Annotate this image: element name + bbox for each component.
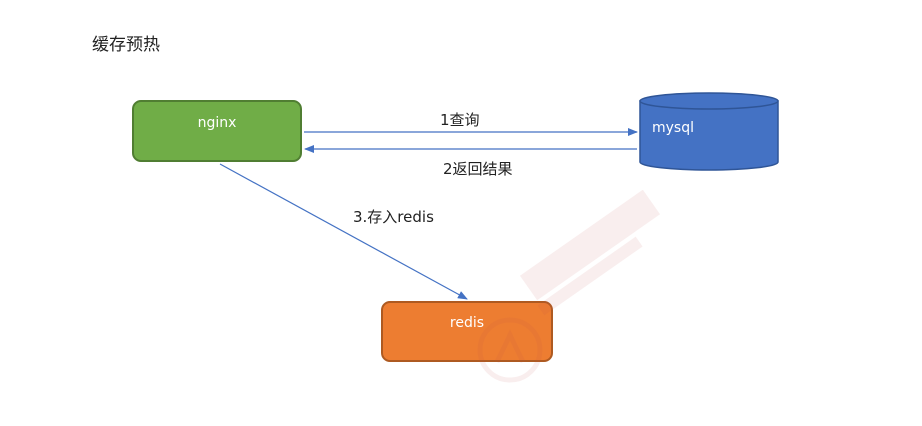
- query-label: 1查询: [440, 111, 480, 129]
- mysql-label: mysql: [652, 120, 694, 136]
- return-result-label: 2返回结果: [443, 160, 513, 178]
- diagram-title: 缓存预热: [92, 35, 160, 55]
- mysql-node: [639, 92, 779, 171]
- nginx-node: nginx: [132, 100, 302, 162]
- redis-node: redis: [381, 301, 553, 362]
- redis-label: redis: [449, 315, 485, 331]
- store-redis-arrow: [219, 163, 468, 300]
- store-redis-label: 3.存入redis: [353, 208, 434, 226]
- nginx-label: nginx: [197, 115, 237, 131]
